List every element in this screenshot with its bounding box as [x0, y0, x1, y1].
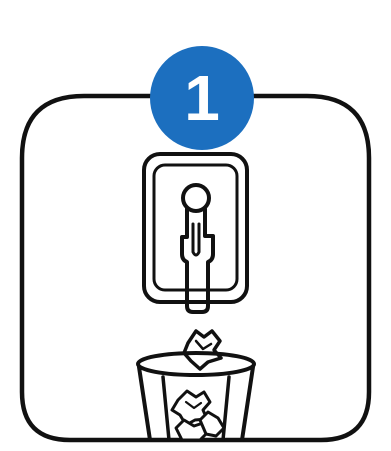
step-number-label: 1	[184, 66, 220, 130]
step-number-badge: 1	[150, 46, 254, 150]
crumpled-paper-icon	[184, 331, 221, 369]
adhesive-wall-hook-icon	[144, 154, 247, 312]
